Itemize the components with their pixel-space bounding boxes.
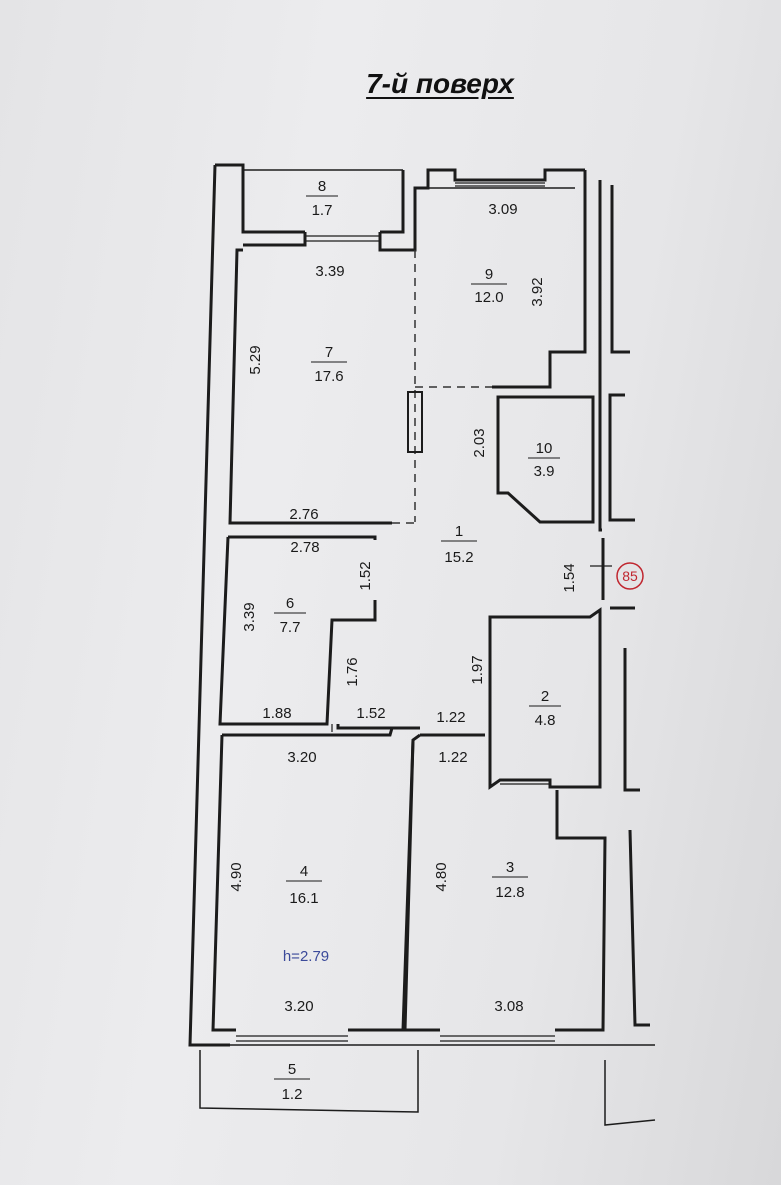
room-7-number: 7 — [325, 344, 333, 361]
room-7-area: 17.6 — [314, 368, 343, 385]
walls — [188, 163, 656, 1126]
room-4-area: 16.1 — [289, 890, 318, 907]
room-5-area: 1.2 — [282, 1086, 303, 1103]
column-block — [407, 391, 423, 453]
marker-label: 85 — [622, 568, 638, 584]
room-1-area: 15.2 — [444, 549, 473, 566]
dimension-labels: 3.09 3.39 3.92 5.29 2.03 2.76 2.78 1.52 … — [228, 201, 578, 1015]
dim-3-20-top: 3.20 — [287, 749, 316, 766]
room-3-area: 12.8 — [495, 884, 524, 901]
room-8-number: 8 — [318, 178, 326, 195]
dim-2-78: 2.78 — [290, 539, 319, 556]
dim-2-76: 2.76 — [289, 506, 318, 523]
room-10-area: 3.9 — [534, 463, 555, 480]
dim-5-29: 5.29 — [247, 345, 264, 374]
room-8-area: 1.7 — [312, 202, 333, 219]
room-5-number: 5 — [288, 1061, 296, 1078]
room-6-area: 7.7 — [280, 619, 301, 636]
room-9-area: 12.0 — [474, 289, 503, 306]
dim-3-08: 3.08 — [494, 998, 523, 1015]
room-10-number: 10 — [536, 440, 553, 457]
dim-3-20-bottom: 3.20 — [284, 998, 313, 1015]
dim-3-39-top: 3.39 — [315, 263, 344, 280]
dim-2-03: 2.03 — [471, 428, 488, 457]
dim-3-92: 3.92 — [529, 277, 546, 306]
ceiling-height-note: h=2.79 — [283, 948, 329, 965]
dim-1-54: 1.54 — [561, 563, 578, 592]
room-labels: 8 1.7 9 12.0 7 17.6 10 3.9 1 15.2 6 7.7 … — [274, 178, 561, 1103]
dim-1-76: 1.76 — [344, 657, 361, 686]
room-6-number: 6 — [286, 595, 294, 612]
room-4-number: 4 — [300, 863, 308, 880]
room-1-number: 1 — [455, 523, 463, 540]
dim-4-90: 4.90 — [228, 862, 245, 891]
dim-3-39-left: 3.39 — [241, 602, 258, 631]
dashed-partitions — [392, 250, 492, 524]
room-2-area: 4.8 — [535, 712, 556, 729]
room-2-number: 2 — [541, 688, 549, 705]
dim-1-22-bottom: 1.22 — [438, 749, 467, 766]
marker-circle — [616, 562, 644, 590]
windows — [236, 182, 612, 1042]
dim-1-22-top: 1.22 — [436, 709, 465, 726]
floor-title: 7-й поверх — [366, 68, 514, 99]
room-9-number: 9 — [485, 266, 493, 283]
dim-1-52-horizontal: 1.52 — [356, 705, 385, 722]
dim-3-09: 3.09 — [488, 201, 517, 218]
room-3-number: 3 — [506, 859, 514, 876]
dim-1-52-vertical: 1.52 — [357, 561, 374, 590]
dim-1-88: 1.88 — [262, 705, 291, 722]
dim-4-80: 4.80 — [433, 862, 450, 891]
dim-1-97: 1.97 — [469, 655, 486, 684]
